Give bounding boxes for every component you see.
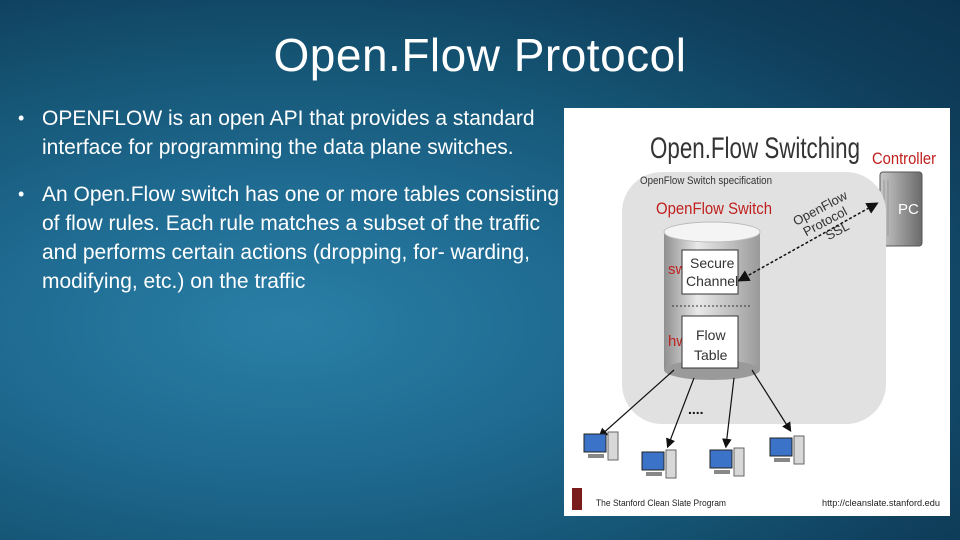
computer-icon (641, 449, 677, 479)
bullet-list: • OPENFLOW is an open API that provides … (10, 104, 570, 314)
pc-label: PC (898, 201, 919, 218)
protocol-arrow (737, 202, 879, 282)
stanford-logo-icon (572, 488, 582, 510)
bullet-text: An Open.Flow switch has one or more tabl… (42, 183, 560, 293)
footer-right: http://cleanslate.stanford.edu (822, 498, 940, 508)
bullet-item: • OPENFLOW is an open API that provides … (10, 104, 570, 162)
openflow-diagram: Open.Flow Switching Controller PC OpenFl… (564, 108, 950, 516)
flow-table-label: Table (694, 347, 728, 363)
diagram-heading: Open.Flow Switching (650, 132, 860, 165)
switch-label: OpenFlow Switch (656, 199, 772, 218)
bullet-marker: • (18, 184, 25, 204)
controller-label: Controller (872, 149, 936, 168)
bullet-marker: • (18, 108, 25, 128)
computer-icon (583, 431, 619, 461)
secure-channel-label: Channel (686, 273, 738, 289)
host-arrows (598, 369, 792, 449)
flow-table-box (681, 315, 739, 369)
spec-label: OpenFlow Switch specification (640, 175, 772, 187)
computer-icon (769, 435, 805, 465)
ellipsis-label: .... (688, 401, 704, 417)
computer-icon (709, 447, 745, 477)
server-icon (879, 171, 923, 247)
slide-title: Open.Flow Protocol (273, 29, 687, 81)
bullet-text: OPENFLOW is an open API that provides a … (42, 107, 535, 159)
bullet-item: • An Open.Flow switch has one or more ta… (10, 180, 570, 296)
secure-channel-label: Secure (690, 255, 735, 271)
flow-table-label: Flow (696, 327, 726, 343)
footer-left: The Stanford Clean Slate Program (596, 498, 726, 508)
